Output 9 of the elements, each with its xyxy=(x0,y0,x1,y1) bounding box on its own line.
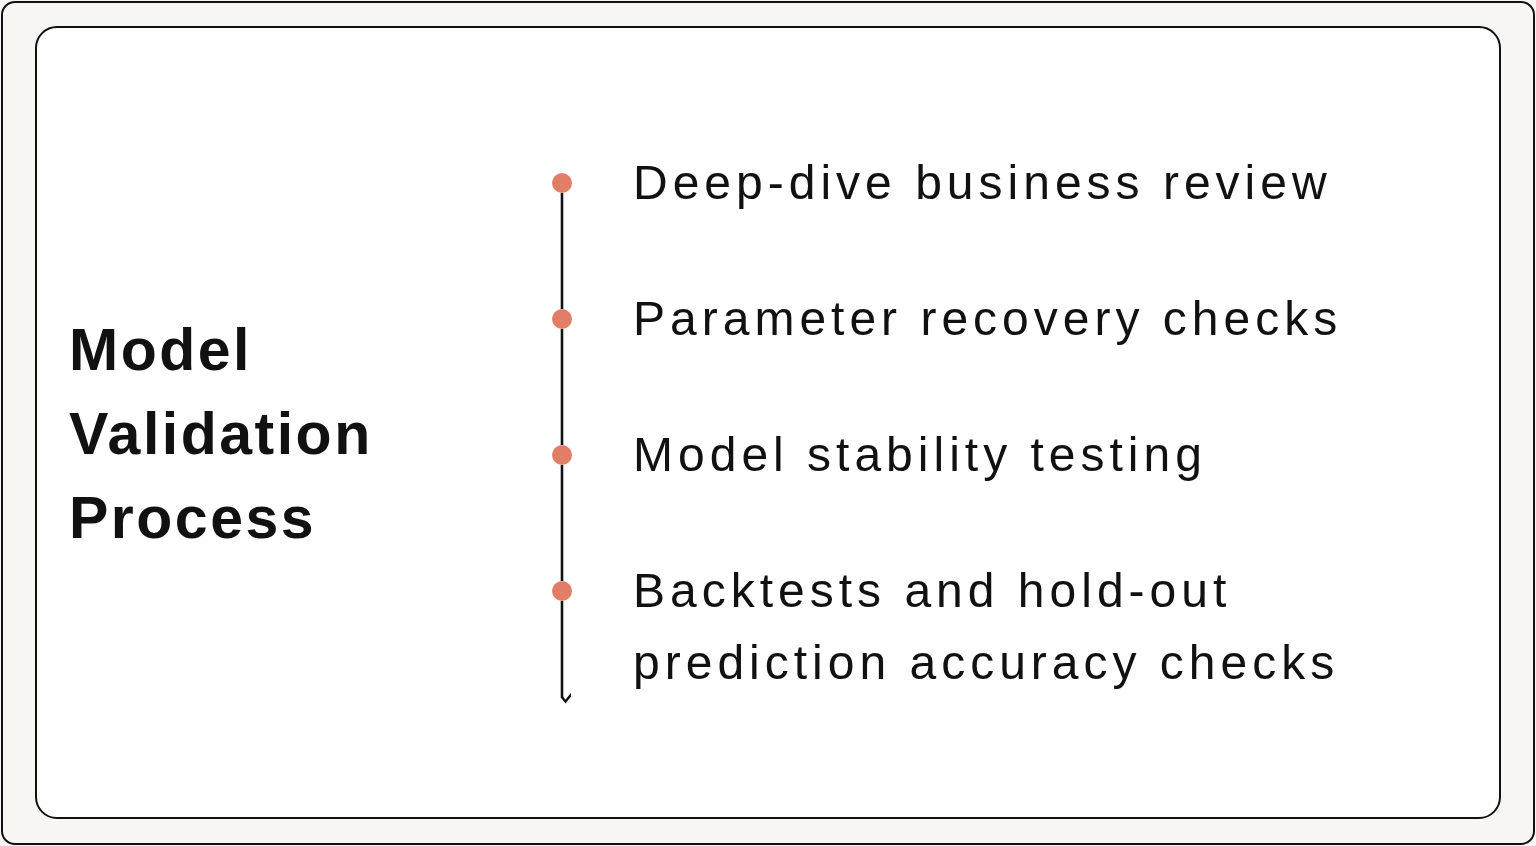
connector-line xyxy=(560,465,564,581)
step-label: Backtests and hold-out prediction accuracy checks xyxy=(633,563,1341,691)
arrow xyxy=(558,601,573,703)
step-label: Parameter recovery checks xyxy=(633,291,1343,347)
diagram-title: Model Validation Process xyxy=(69,316,374,553)
connector-line xyxy=(560,193,564,309)
step-label: Model stability testing xyxy=(633,427,1207,483)
step-label: Deep-dive business review xyxy=(633,155,1332,211)
connector-line xyxy=(560,329,564,445)
